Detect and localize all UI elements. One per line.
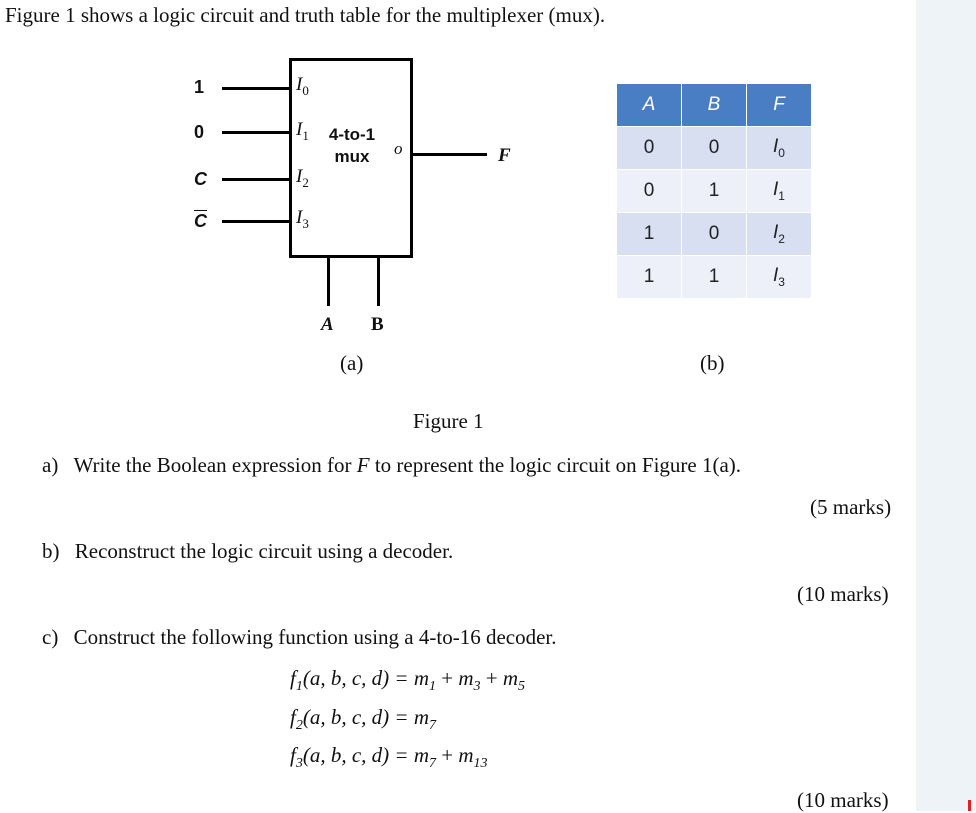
cell-f: I0 (746, 126, 812, 170)
header-f: F (746, 83, 812, 127)
function-f1: f1(a, b, c, d) = m1 + m3 + m5 (290, 666, 526, 695)
table-row: 0 1 I1 (616, 169, 812, 213)
function-f3: f3(a, b, c, d) = m7 + m13 (290, 743, 488, 772)
question-b-label: b) (42, 539, 60, 563)
cell-b: 0 (681, 126, 747, 170)
question-a-text-end: to represent the logic circuit on Figure… (369, 453, 742, 477)
question-b-text: Reconstruct the logic circuit using a de… (74, 539, 454, 563)
cell-a: 0 (616, 126, 682, 170)
cell-f: I3 (746, 255, 812, 299)
header-b: B (681, 83, 747, 127)
input-wire-0 (222, 87, 289, 90)
figure-caption: Figure 1 (413, 409, 484, 433)
question-c-label: c) (42, 625, 59, 649)
cell-f: I1 (746, 169, 812, 213)
input-label-0: 0 (194, 122, 205, 142)
select-wire-b (377, 258, 380, 306)
table-row: 1 0 I2 (616, 212, 812, 256)
question-c-text: Construct the following function using a… (73, 625, 557, 649)
output-pin: o (394, 139, 403, 158)
question-a-marks: (5 marks) (810, 495, 892, 519)
question-c: c) Construct the following function usin… (42, 625, 557, 650)
cell-b: 1 (681, 255, 747, 299)
question-a-var: F (356, 453, 370, 477)
input-label-c: C (194, 169, 207, 189)
output-wire (413, 153, 487, 156)
question-a-text: Write the Boolean expression for (73, 453, 357, 477)
cell-b: 0 (681, 212, 747, 256)
table-row: 0 0 I0 (616, 126, 812, 170)
pin-i2: I2 (296, 166, 309, 190)
table-row: 1 1 I3 (616, 255, 812, 299)
pin-i0: I0 (296, 74, 309, 98)
question-a-label: a) (42, 453, 59, 477)
caption-a: (a) (340, 351, 364, 375)
input-wire-1 (222, 131, 289, 134)
input-label-c-bar: C (194, 211, 207, 231)
mux-box (289, 58, 413, 258)
intro-text: Figure 1 shows a logic circuit and truth… (5, 3, 606, 27)
question-a: a) Write the Boolean expression for F to… (42, 453, 741, 478)
question-b-marks: (10 marks) (797, 582, 889, 606)
cell-b: 1 (681, 169, 747, 213)
input-wire-3 (222, 220, 289, 223)
question-c-marks: (10 marks) (797, 788, 889, 812)
question-b: b) Reconstruct the logic circuit using a… (42, 539, 453, 564)
select-label-a: A (321, 314, 334, 335)
header-a: A (616, 83, 682, 127)
select-label-b: B (371, 314, 384, 335)
input-wire-2 (222, 178, 289, 181)
cell-a: 1 (616, 255, 682, 299)
select-wire-a (327, 258, 330, 306)
cell-f: I2 (746, 212, 812, 256)
truth-table: A B F 0 0 I0 0 1 I1 1 0 I2 1 1 I3 (616, 83, 812, 299)
caption-b: (b) (700, 351, 725, 375)
mux-title: 4-to-1 mux (328, 125, 376, 166)
cell-a: 0 (616, 169, 682, 213)
truth-table-header: A B F (616, 83, 812, 127)
pin-i1: I1 (296, 119, 309, 143)
cell-a: 1 (616, 212, 682, 256)
side-panel (916, 0, 976, 811)
pin-i3: I3 (296, 207, 309, 231)
scroll-marker (968, 800, 971, 811)
function-f2: f2(a, b, c, d) = m7 (290, 705, 436, 734)
output-label-f: F (498, 145, 511, 166)
input-label-1: 1 (194, 77, 205, 97)
